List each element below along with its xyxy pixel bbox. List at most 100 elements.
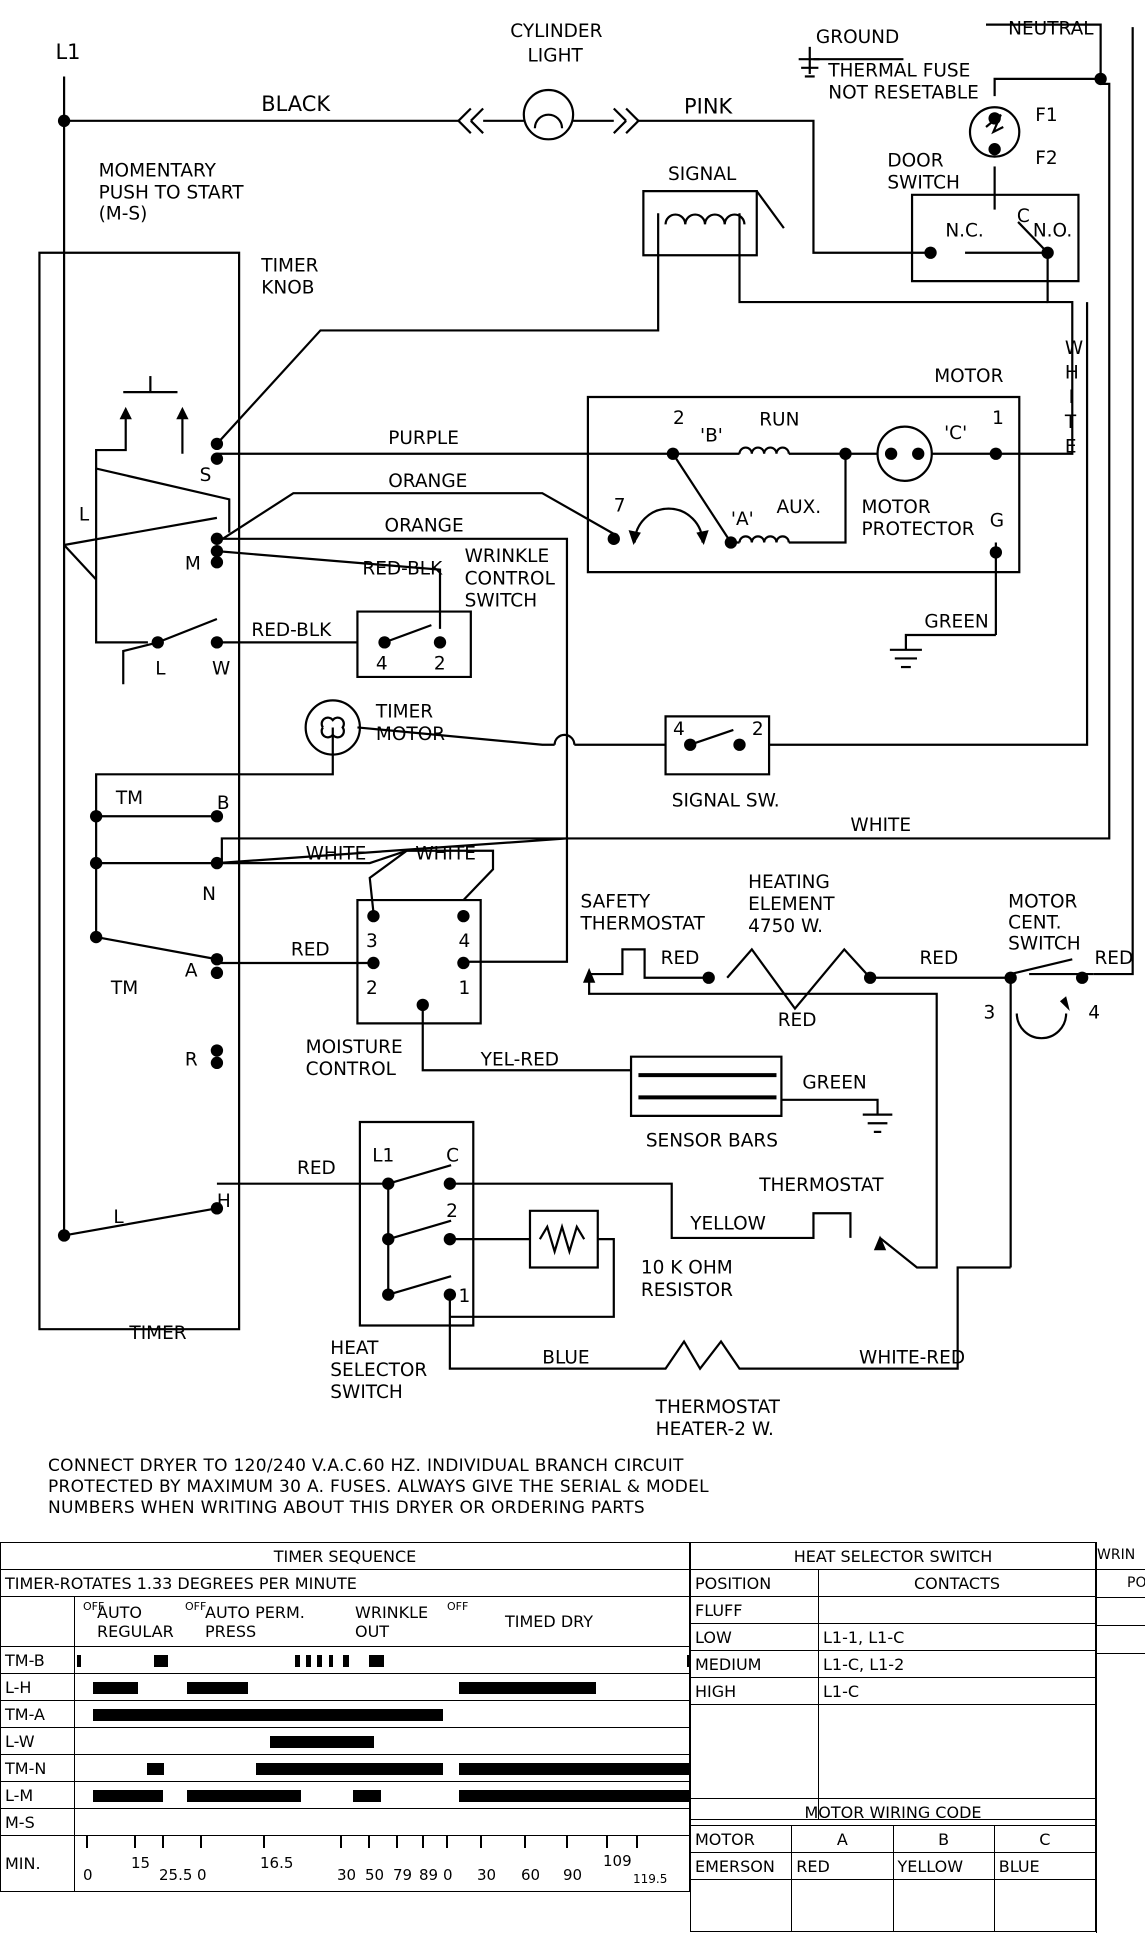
terminal-dot: [457, 909, 470, 923]
sensor-ground-icon: [863, 1115, 893, 1132]
momentary-label-1: MOMENTARY: [99, 160, 217, 181]
terminal-dot: [382, 1177, 395, 1190]
heat-contacts: L1-1, L1-C: [818, 1623, 1096, 1651]
heat-contacts-header: CONTACTS: [818, 1569, 1096, 1597]
terminal-dot: [416, 998, 429, 1012]
off-label-1: OFF: [83, 1600, 105, 1613]
term-w: W: [212, 658, 230, 679]
minute-tick-mark: [86, 1836, 88, 1848]
timer-bar: [343, 1655, 350, 1667]
motor-code-title: MOTOR WIRING CODE: [690, 1798, 1096, 1826]
terminal-dot: [57, 114, 71, 127]
black-label: BLACK: [261, 92, 331, 116]
red-label-5: RED: [778, 1010, 817, 1031]
ground-label: GROUND: [816, 27, 899, 48]
timer-row-bars: [74, 1781, 690, 1809]
terminal-dot: [210, 1202, 224, 1215]
note-line-1: CONNECT DRYER TO 120/240 V.A.C.60 HZ. IN…: [48, 1456, 684, 1476]
terminal-dot: [989, 447, 1003, 460]
terminal-dot: [666, 447, 680, 460]
auto-perm-label: AUTO PERM.PRESS: [205, 1603, 305, 1641]
timer-bar: [305, 1655, 311, 1667]
wrinkle-label-3: SWITCH: [465, 591, 537, 612]
terminal-dot: [1041, 246, 1054, 259]
hs-term-l1: L1: [372, 1145, 394, 1166]
minute-tick-mark: [396, 1836, 398, 1848]
minute-tick-mark: [368, 1836, 370, 1848]
term-h: H: [217, 1191, 231, 1212]
minute-tick: 109: [603, 1852, 632, 1870]
safety-thermostat-label-2: THERMOSTAT: [580, 914, 706, 935]
motor-label: MOTOR: [934, 366, 1003, 387]
motor-code-header: B: [892, 1825, 995, 1853]
thermal-fuse-label-1: THERMAL FUSE: [827, 60, 970, 81]
heat-contacts: L1-C, L1-2: [818, 1650, 1096, 1678]
minute-tick-mark: [480, 1836, 482, 1848]
terminal-dot: [839, 447, 852, 460]
door-switch-box: [912, 195, 1078, 281]
terminal-dot: [367, 956, 380, 970]
minute-tick-mark: [134, 1836, 136, 1848]
minute-tick: 89: [419, 1866, 439, 1884]
timer-motor-label-1: TIMER: [375, 702, 433, 723]
motor-code-cell: EMERSON: [689, 1852, 793, 1880]
timed-dry-label: TIMED DRY: [505, 1612, 593, 1631]
timer-bar: [154, 1655, 169, 1667]
terminal-dot: [724, 536, 738, 549]
terminal-dot: [733, 738, 746, 751]
terminal-dot: [702, 971, 715, 984]
nc-label: N.C.: [945, 221, 983, 242]
timer-bar: [328, 1655, 334, 1667]
timer-bar: [270, 1736, 375, 1748]
signal-switch-box: [666, 716, 770, 774]
g-label: G: [990, 510, 1004, 531]
thermostat-heater-label-2: HEATER-2 W.: [656, 1419, 774, 1440]
sensor-bars: [631, 1057, 781, 1116]
white-red-label: WHITE-RED: [859, 1348, 965, 1369]
timer-row-bars: [74, 1808, 690, 1836]
moist-term-2: 2: [366, 978, 378, 999]
white-v-2: H: [1065, 363, 1079, 384]
minute-tick-mark: [446, 1836, 448, 1848]
run-label: RUN: [759, 409, 799, 430]
heat-selector-label-3: SWITCH: [330, 1382, 402, 1403]
white-label-a: WHITE: [306, 843, 367, 864]
orange-label-1: ORANGE: [388, 471, 467, 492]
terminal-dot: [151, 636, 164, 649]
wiring-diagram: L1 BLACK PINK CYLINDER LIGHT GROUND NEUT…: [0, 19, 1145, 1440]
auto-perm-2: PRESS: [205, 1622, 257, 1641]
minute-tick: 60: [521, 1866, 541, 1884]
term-a: A: [185, 961, 198, 982]
motor-code-cell: YELLOW: [892, 1852, 995, 1880]
terminal-dot: [443, 1177, 457, 1190]
minute-tick: 0: [443, 1866, 453, 1884]
term-l2: L: [155, 658, 166, 679]
resistor-label-1: 10 K OHM: [641, 1258, 733, 1279]
heat-selector-label-1: HEAT: [330, 1338, 379, 1359]
term-tm2: TM: [110, 978, 138, 999]
motor-term-2: 2: [673, 408, 685, 429]
thermostat-label: THERMOSTAT: [758, 1175, 884, 1196]
timer-knob-label-1: TIMER: [260, 255, 318, 276]
moist-term-4: 4: [458, 931, 470, 952]
resistor-box: [530, 1211, 598, 1268]
terminal-dot: [1004, 971, 1017, 984]
signal-sw-term-2: 2: [752, 719, 764, 740]
wrinkle-label-2: CONTROL: [465, 568, 556, 589]
red-label-6: RED: [297, 1158, 336, 1179]
terminal-dot: [382, 1232, 395, 1246]
aux-label: AUX.: [776, 497, 821, 518]
terminal-dot: [210, 544, 224, 558]
heat-selector-label-2: SELECTOR: [330, 1360, 427, 1381]
heat-position-header: POSITION: [690, 1569, 819, 1597]
wrinkle-stub-pos: PO: [1097, 1570, 1145, 1598]
pink-label: PINK: [684, 94, 733, 118]
timer-row-bars: [74, 1727, 690, 1755]
timer-row-label: L-W: [0, 1727, 75, 1755]
